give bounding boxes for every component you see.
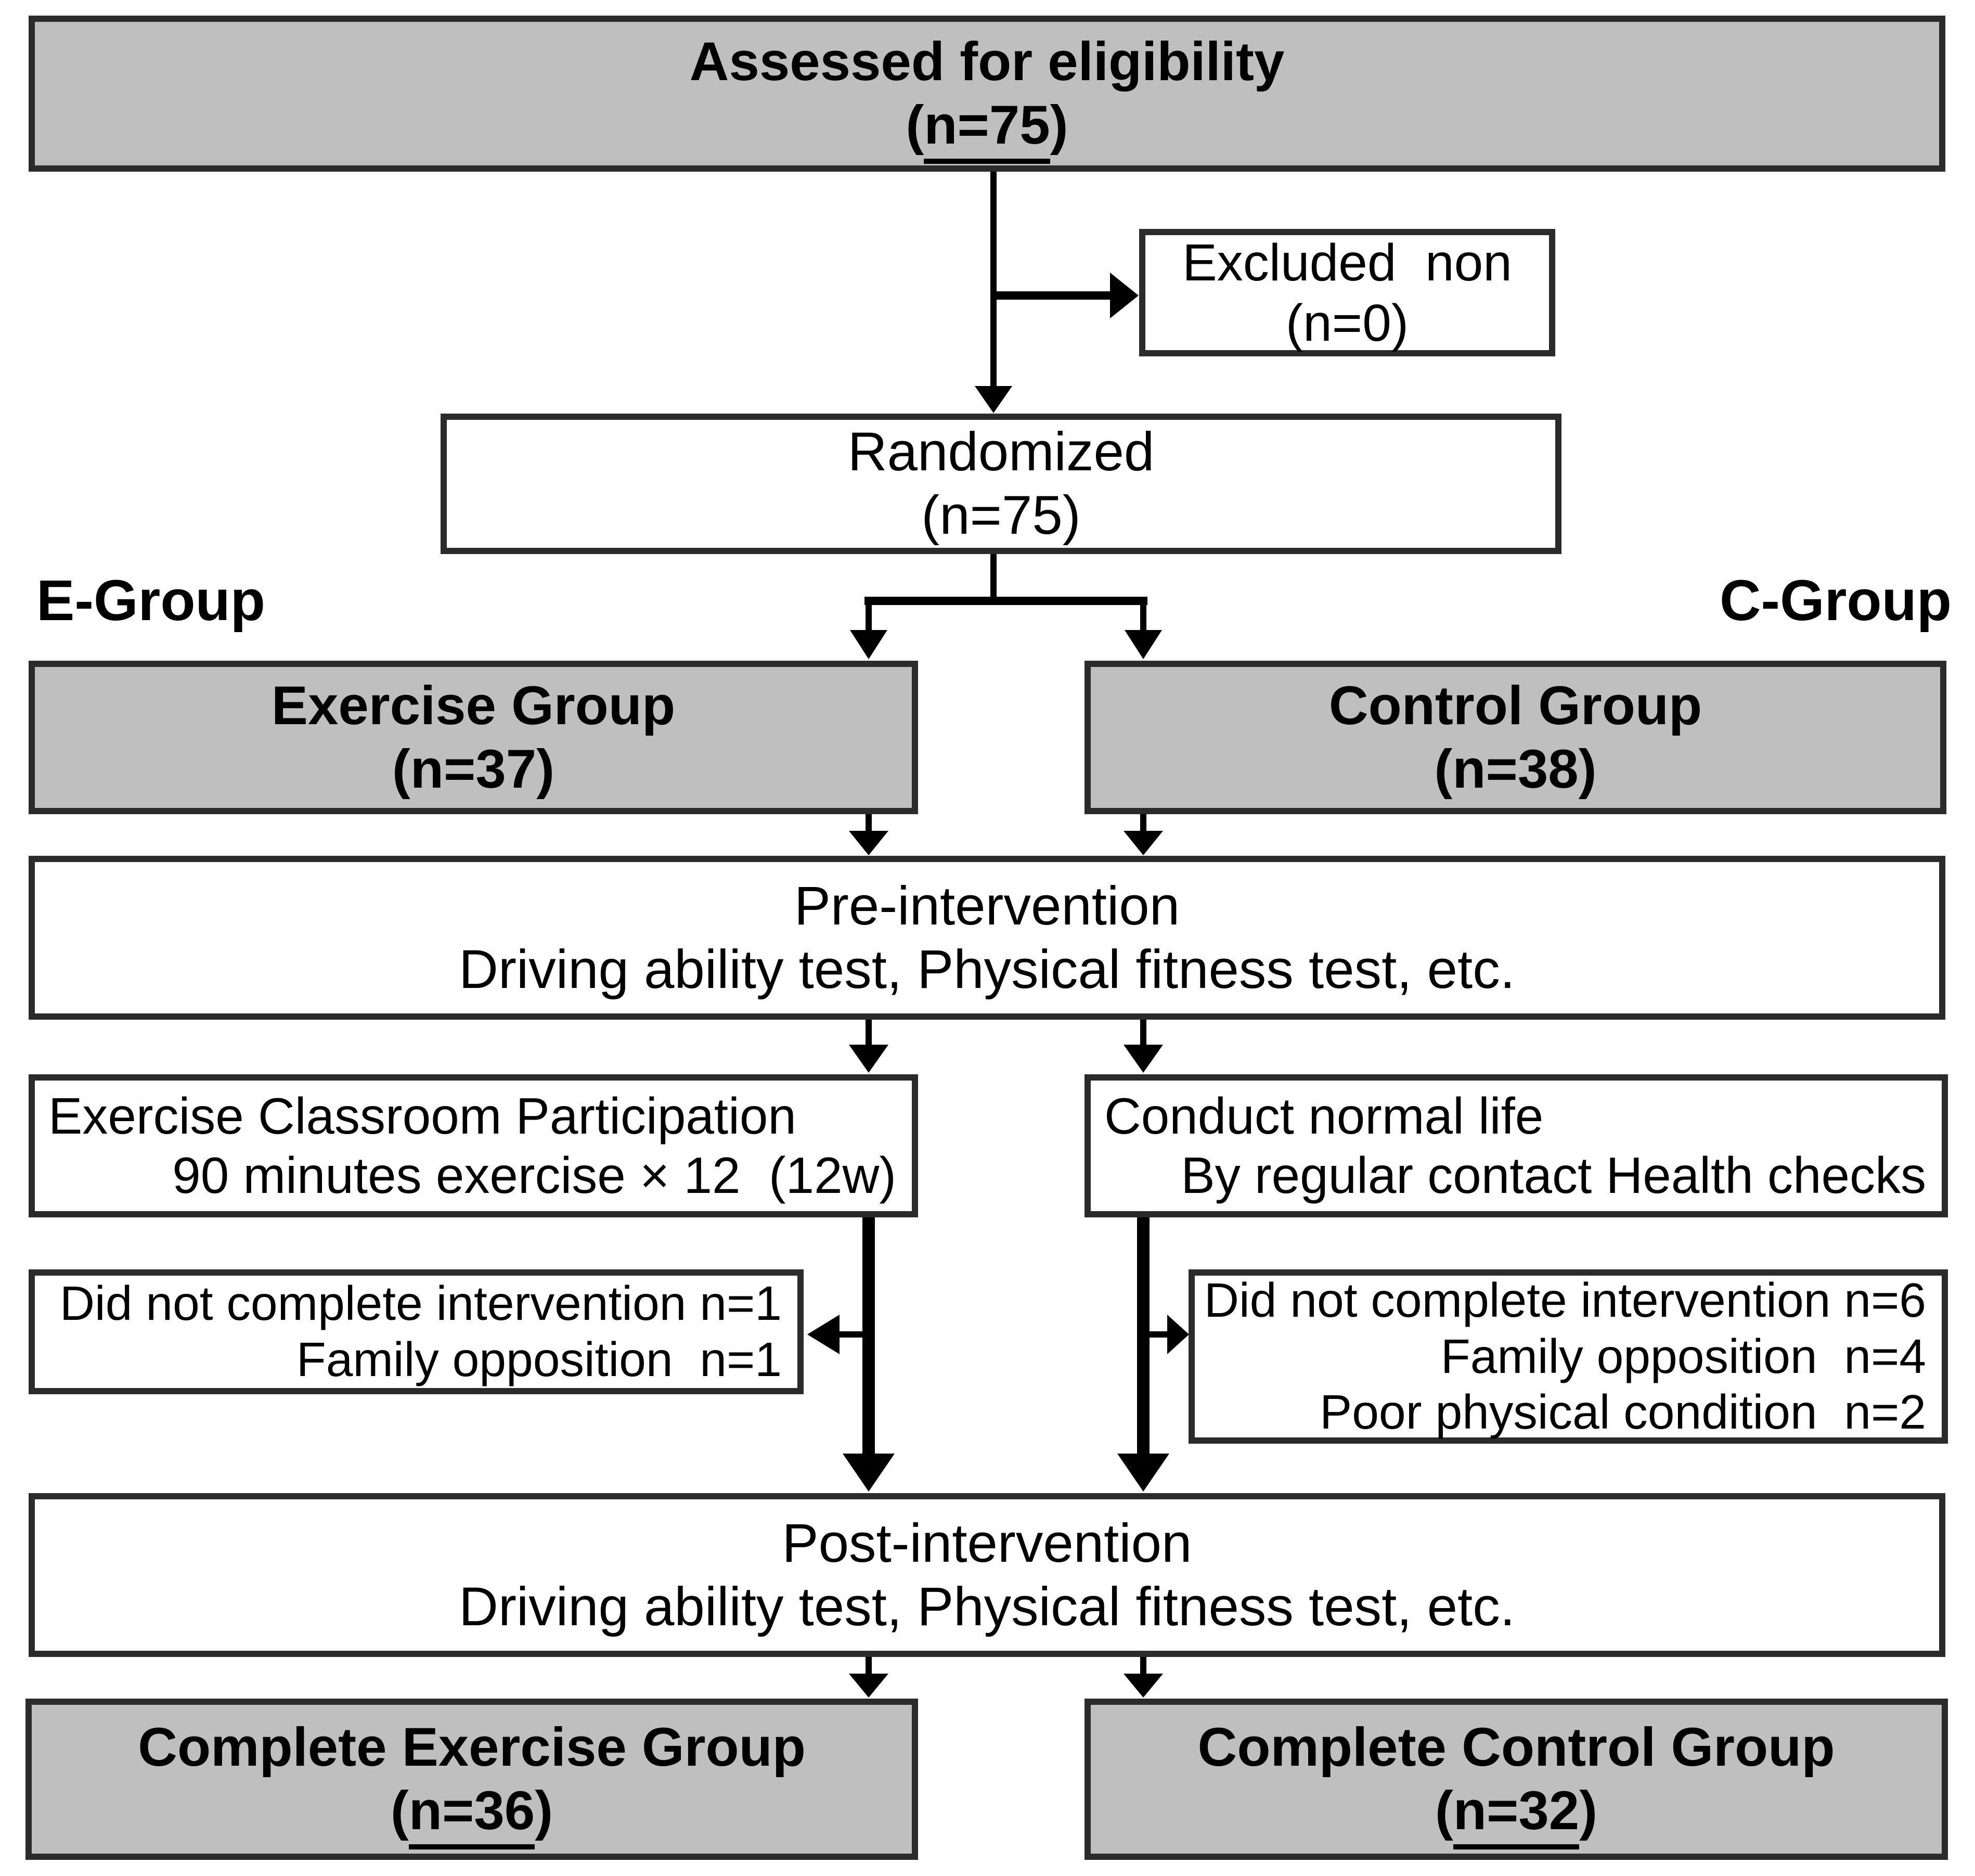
dropout-exercise-line2: Family opposition n=1: [296, 1332, 782, 1386]
excluded-line1: Excluded non: [1182, 233, 1512, 292]
n-value-underlined: n=32: [1453, 1780, 1580, 1849]
arrow-post-to-complete-exercise: [849, 1656, 888, 1698]
dropout-control-line2: Family opposition n=4: [1440, 1329, 1926, 1383]
box-post-intervention: Post-intervention Driving ability test, …: [29, 1493, 1945, 1657]
box-randomized: Randomized (n=75): [441, 414, 1561, 554]
randomized-n-count: (n=75): [921, 485, 1081, 546]
paren-open: (: [1435, 1780, 1453, 1841]
box-pre-intervention: Pre-intervention Driving ability test, P…: [29, 856, 1945, 1020]
box-dropout-exercise: Did not complete intervention n=1 Family…: [29, 1269, 804, 1394]
arrow-post-to-complete-control: [1124, 1656, 1163, 1698]
excluded-n-count: (n=0): [1285, 293, 1409, 352]
paren-open: (: [390, 1780, 409, 1841]
box-dropout-control: Did not complete intervention n=6 Family…: [1189, 1269, 1948, 1444]
control-group-title: Control Group: [1328, 675, 1702, 736]
label-e-group: E-Group: [36, 569, 265, 633]
complete-exercise-title: Complete Exercise Group: [138, 1717, 806, 1778]
arrow-exercise-to-post: [843, 1216, 895, 1492]
box-complete-control-group: Complete Control Group (n=32): [1085, 1699, 1948, 1860]
exercise-classroom-line2: 90 minutes exercise × 12 (12w): [172, 1146, 896, 1204]
paren-close: ): [535, 1780, 553, 1841]
paren-close: ): [1050, 95, 1068, 156]
arrow-pre-to-exercise-classroom: [849, 1019, 888, 1073]
box-exercise-group: Exercise Group (n=37): [29, 661, 918, 814]
arrow-control-to-post: [1117, 1216, 1169, 1492]
exercise-classroom-line1: Exercise Classroom Participation: [48, 1087, 796, 1145]
label-c-group: C-Group: [1719, 569, 1952, 633]
dropout-exercise-line1: Did not complete intervention n=1: [59, 1276, 782, 1331]
dropout-control-line1: Did not complete intervention n=6: [1204, 1273, 1926, 1327]
box-exercise-classroom: Exercise Classroom Participation 90 minu…: [29, 1074, 918, 1217]
pre-intervention-tests: Driving ability test, Physical fitness t…: [459, 939, 1515, 1000]
arrow-randomized-split: [850, 553, 1162, 659]
assessed-n-count: (n=75): [35, 94, 1939, 164]
box-control-group: Control Group (n=38): [1085, 661, 1946, 814]
box-complete-exercise-group: Complete Exercise Group (n=36): [25, 1699, 918, 1860]
complete-control-n-count: (n=32): [1091, 1779, 1942, 1849]
dropout-control-line3: Poor physical condition n=2: [1320, 1385, 1926, 1440]
arrow-control-to-pre: [1124, 813, 1163, 855]
post-intervention-tests: Driving ability test, Physical fitness t…: [459, 1576, 1515, 1637]
box-conduct-normal-life: Conduct normal life By regular contact H…: [1085, 1074, 1948, 1217]
pre-intervention-title: Pre-intervention: [794, 875, 1180, 936]
complete-control-title: Complete Control Group: [1197, 1717, 1835, 1778]
post-intervention-title: Post-intervention: [782, 1512, 1192, 1574]
arrow-branch-to-dropout-exercise: [807, 1315, 875, 1354]
exercise-group-title: Exercise Group: [271, 675, 676, 736]
complete-exercise-n-count: (n=36): [32, 1779, 912, 1849]
paren-open: (: [906, 95, 924, 156]
arrow-pre-to-normal-life: [1124, 1019, 1163, 1073]
normal-life-line1: Conduct normal life: [1104, 1087, 1544, 1145]
assessed-title: Assessed for eligibility: [689, 31, 1285, 93]
box-excluded: Excluded non (n=0): [1139, 229, 1555, 356]
normal-life-line2: By regular contact Health checks: [1181, 1146, 1926, 1204]
arrow-branch-to-excluded: [993, 273, 1139, 318]
n-value-underlined: n=75: [924, 95, 1050, 164]
randomized-title: Randomized: [847, 421, 1155, 483]
arrow-assessed-to-randomized: [975, 171, 1012, 413]
arrow-exercise-to-pre: [849, 813, 888, 855]
arrow-branch-to-dropout-control: [1143, 1315, 1189, 1354]
exercise-group-n-count: (n=37): [392, 738, 555, 800]
box-assessed-eligibility: Assessed for eligibility (n=75): [29, 16, 1945, 172]
control-group-n-count: (n=38): [1434, 738, 1597, 800]
paren-close: ): [1579, 1780, 1598, 1841]
n-value-underlined: n=36: [408, 1780, 535, 1849]
